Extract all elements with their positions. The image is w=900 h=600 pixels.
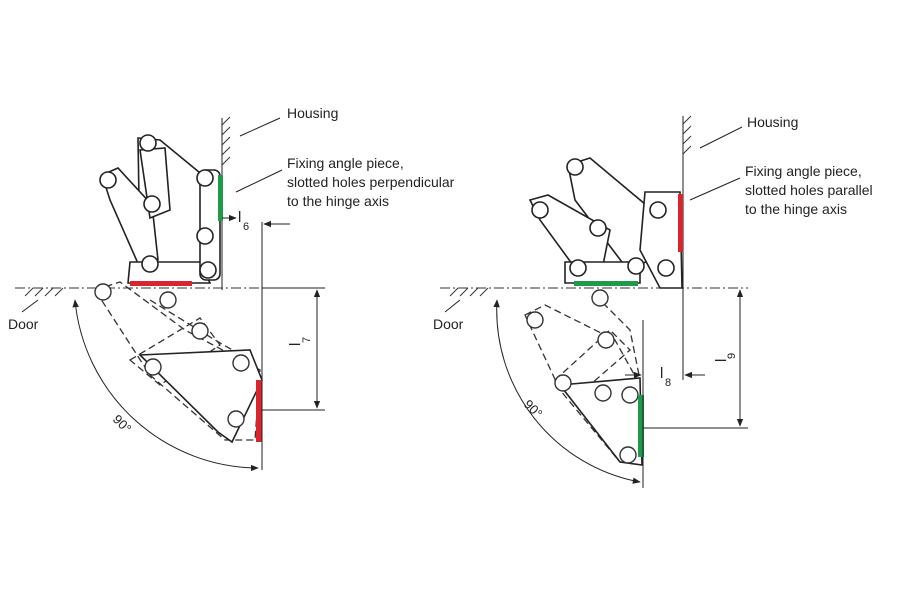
svg-text:l: l bbox=[713, 359, 730, 362]
right-fixing-label-line1: Fixing angle piece, bbox=[745, 163, 862, 179]
left-swing-arc bbox=[72, 299, 259, 472]
left-red-open-plate bbox=[256, 380, 262, 442]
left-hinge-closed bbox=[99, 134, 221, 284]
right-fixing-label-line2: slotted holes parallel bbox=[745, 182, 873, 198]
right-housing-wall bbox=[682, 115, 692, 288]
svg-text:l: l bbox=[238, 209, 241, 226]
right-figure: 90° l 8 l 9 Housing Fixing angle piece, … bbox=[433, 114, 873, 488]
left-fixing-label-line2: slotted holes perpendicular bbox=[287, 174, 455, 190]
left-dimension-l7: l 7 bbox=[262, 287, 325, 411]
left-red-door-plate bbox=[130, 281, 192, 286]
svg-text:7: 7 bbox=[301, 337, 313, 343]
right-green-open-plate bbox=[638, 395, 644, 457]
left-door-label: Door bbox=[8, 316, 39, 332]
right-swing-arc bbox=[493, 299, 641, 484]
svg-text:l: l bbox=[287, 343, 304, 346]
right-green-door-plate bbox=[574, 281, 638, 286]
right-hinge-closed bbox=[528, 157, 683, 289]
right-dimension-l9: l 9 bbox=[643, 289, 748, 429]
right-door-line bbox=[440, 287, 748, 297]
left-green-fixing-plate bbox=[218, 175, 223, 221]
right-fixing-label-line3: to the hinge axis bbox=[745, 201, 847, 217]
right-dimension-l8: l 8 bbox=[625, 288, 705, 488]
left-fixing-label-line3: to the hinge axis bbox=[287, 193, 389, 209]
svg-text:8: 8 bbox=[665, 377, 671, 389]
right-angle-label: 90° bbox=[521, 397, 546, 422]
left-angle-label: 90° bbox=[110, 412, 135, 437]
right-door-label: Door bbox=[433, 316, 464, 332]
right-hinge-open bbox=[524, 289, 643, 466]
left-housing-label: Housing bbox=[287, 105, 338, 121]
right-housing-label: Housing bbox=[747, 114, 798, 130]
svg-text:l: l bbox=[660, 365, 663, 382]
left-housing-wall bbox=[221, 116, 231, 290]
right-red-fixing-plate bbox=[678, 194, 683, 252]
svg-text:9: 9 bbox=[726, 353, 738, 359]
svg-text:6: 6 bbox=[243, 221, 249, 233]
left-fixing-label-line1: Fixing angle piece, bbox=[287, 155, 404, 171]
left-dimension-l6: l 6 bbox=[222, 209, 290, 470]
left-figure: 90° l 6 l 7 Housing Fixing angle piece, … bbox=[8, 105, 455, 472]
